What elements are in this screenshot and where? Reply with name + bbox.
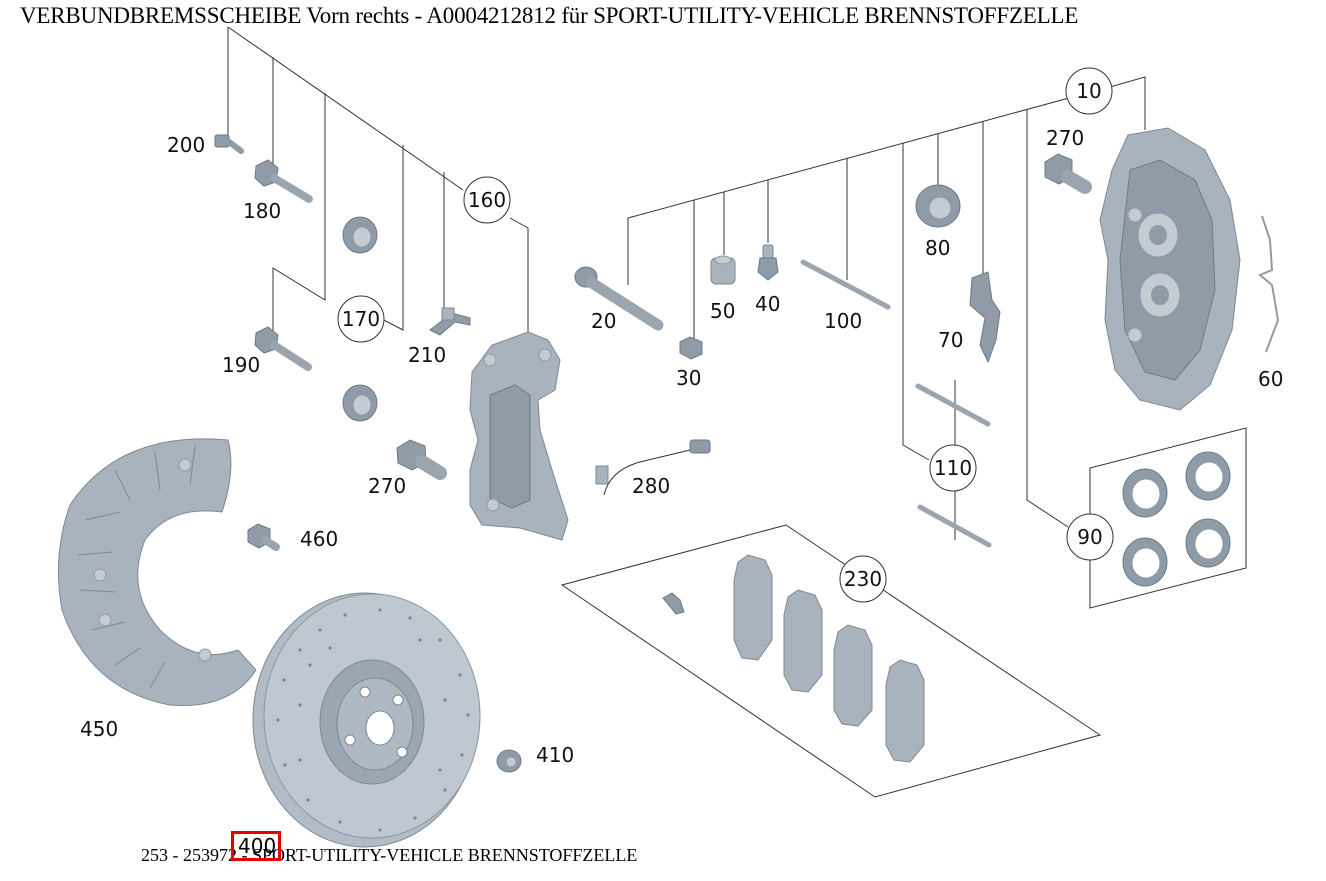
brake-caliper-icon [1099, 127, 1241, 411]
bolt-icon [247, 523, 280, 551]
part-label-60[interactable]: 60 [1258, 367, 1283, 391]
spring-icon [1258, 215, 1280, 353]
part-label-30[interactable]: 30 [676, 366, 701, 390]
part-label-50[interactable]: 50 [710, 299, 735, 323]
page-title: VERBUNDBREMSSCHEIBE Vorn rechts - A00042… [20, 3, 1079, 28]
part-label-110[interactable]: 110 [934, 456, 972, 480]
seal-ring-icon [915, 184, 961, 228]
part-label-410[interactable]: 410 [536, 743, 574, 767]
part-label-270-left[interactable]: 270 [368, 474, 406, 498]
bolt-icon [214, 134, 244, 154]
part-label-100[interactable]: 100 [824, 309, 862, 333]
piston-seal-frame [1089, 427, 1247, 609]
brake-disc-icon [252, 592, 481, 848]
bolt-icon [496, 749, 522, 773]
part-label-200[interactable]: 200 [167, 133, 205, 157]
spring-clip-icon [969, 271, 1001, 364]
part-label-460[interactable]: 460 [300, 527, 338, 551]
part-label-400[interactable]: 400 [238, 834, 277, 858]
brake-pad-set-frame [560, 524, 1102, 798]
footer-caption: 253 - 253972 - SPORT-UTILITY-VEHICLE BRE… [141, 845, 638, 865]
callout-circles [337, 67, 1114, 603]
caliper-carrier-icon [469, 331, 569, 541]
part-label-230[interactable]: 230 [844, 567, 882, 591]
bolt-icon [254, 159, 313, 203]
wear-sensor-icon [595, 439, 711, 496]
cap-icon [710, 255, 736, 285]
part-label-10[interactable]: 10 [1076, 79, 1101, 103]
bleeder-valve-icon [757, 244, 779, 281]
pin-icon [800, 259, 891, 310]
bolt-icon [396, 439, 447, 480]
part-label-280[interactable]: 280 [632, 474, 670, 498]
bushing-icon [342, 384, 378, 422]
bushing-icon [342, 216, 378, 254]
bolt-icon [679, 336, 703, 360]
part-label-210[interactable]: 210 [408, 343, 446, 367]
bolt-icon [1044, 153, 1092, 194]
part-label-270-right[interactable]: 270 [1046, 126, 1084, 150]
part-label-160[interactable]: 160 [468, 188, 506, 212]
part-label-170[interactable]: 170 [342, 307, 380, 331]
part-label-40[interactable]: 40 [755, 292, 780, 316]
leader-lines [227, 26, 1146, 540]
part-label-90[interactable]: 90 [1077, 525, 1102, 549]
part-label-190[interactable]: 190 [222, 353, 260, 377]
highlight-box [231, 831, 281, 861]
bolt-icon [254, 326, 312, 371]
piston-seal-icon [1122, 451, 1231, 587]
clip-icon [429, 307, 471, 336]
brake-pad-icon [662, 554, 925, 763]
pin-icon [915, 383, 992, 548]
guide-pin-icon [574, 266, 664, 331]
part-label-80[interactable]: 80 [925, 236, 950, 260]
splash-shield-icon [57, 438, 257, 707]
part-label-20[interactable]: 20 [591, 309, 616, 333]
part-label-70[interactable]: 70 [938, 328, 963, 352]
part-label-450[interactable]: 450 [80, 717, 118, 741]
part-label-180[interactable]: 180 [243, 199, 281, 223]
